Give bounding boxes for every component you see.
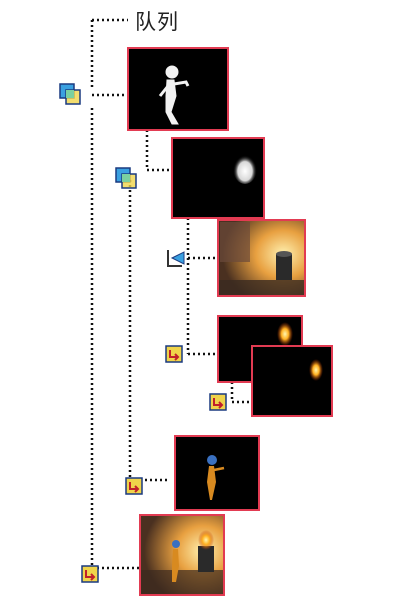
figure-silhouette [158,65,190,125]
output-arrow-icon[interactable] [125,477,143,495]
thumbnail-background[interactable] [217,219,306,297]
merge-layers-icon[interactable] [115,167,137,189]
connector-lines [90,18,252,570]
output-arrow-icon[interactable] [165,345,183,363]
thumbnail-character[interactable] [174,435,260,511]
image-input-icon[interactable] [167,250,185,267]
diagram-title: 队列 [135,10,179,34]
output-arrow-icon[interactable] [209,393,227,411]
thumbnail-fire-b[interactable] [251,345,333,417]
merge-layers-icon[interactable] [59,83,81,105]
output-arrow-icon[interactable] [81,565,99,583]
thumbnail-flame-mask[interactable] [171,137,265,219]
thumbnail-composite[interactable] [139,514,225,596]
thumbnail-root[interactable] [127,47,229,131]
